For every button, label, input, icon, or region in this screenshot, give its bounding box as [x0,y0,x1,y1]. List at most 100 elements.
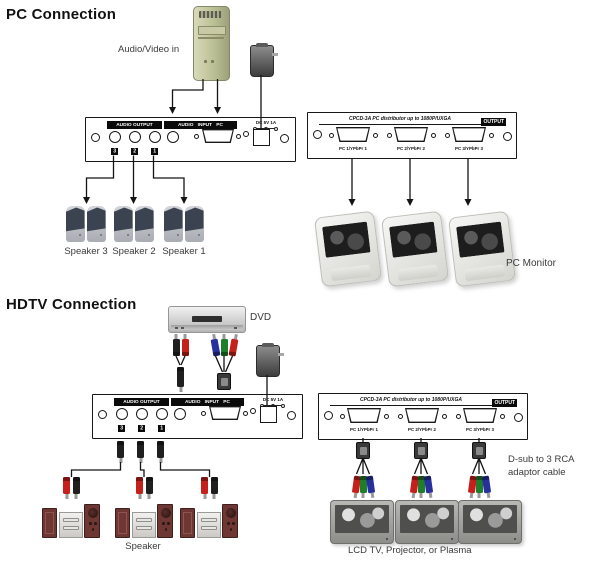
jack-number-tag: 3 [110,147,119,155]
jack-number-tag: 2 [130,147,139,155]
rca-plug-red [201,477,208,494]
distributor-front-panel-hdtv: AUDIO OUTPUT AUDIO INPUT PC DC 5V 1A 3 2… [92,394,303,439]
vga-input-port [202,129,234,143]
dc-jack [260,405,277,423]
model-title: CPCD-3A PC distributor up to 1080P/UXGA [348,116,452,122]
vga-screw-hole [372,132,378,138]
pc-monitor-label: PC Monitor [506,258,557,269]
crt-monitor-3 [447,210,517,288]
jack-number-tag: 1 [150,147,159,155]
audio-output-jack-2 [136,408,148,420]
crt-monitor-1 [313,210,383,288]
model-title-wrap: CPCD-3A PC distributor up to 1080P/UXGA [359,397,463,403]
rca-plug-black [145,477,153,494]
led-indicator [249,408,256,414]
speaker-3-label: Speaker 3 [64,246,108,257]
dc-jack [253,128,270,146]
port-label-wrap: PC 1/YPbPr 1 [350,426,378,432]
stereo-system [42,502,100,538]
vga-screw-hole [456,413,461,419]
rca-plug-blue [481,475,491,494]
tower-button [211,60,214,63]
vga-input-port [209,406,241,420]
adapter-cap [256,43,268,47]
mounting-hole [279,133,289,143]
audio-output-jack-2 [129,131,141,143]
rca-plug-red [181,339,189,356]
port-label-wrap: PC 2/YPbPr 2 [408,426,436,432]
dvd-tray [192,316,222,322]
led-indicator [242,131,249,137]
adaptor-cable-label-line2: adaptor cable [508,467,566,478]
vga-output-port-2 [394,127,428,142]
adaptor-cable-label-line1: D-sub to 3 RCA [508,454,575,465]
speaker-1-label: Speaker 1 [162,246,206,257]
speaker-2-label: Speaker 2 [112,246,156,257]
port-label-wrap: PC 3/YPbPr 3 [466,426,494,432]
rca-plug-black [157,441,164,458]
pc-section-heading: PC Connection [6,6,117,23]
vga-screw-hole [445,132,450,138]
vga-screw-hole [243,410,248,416]
vga-output-port-2 [405,408,439,423]
mounting-hole [313,130,322,139]
stereo-system [115,502,173,538]
lcd-tv-2 [395,500,459,544]
pc-tower [193,6,230,81]
jack-number-tag: 3 [117,424,126,432]
rca-plug-red [136,477,143,494]
vga-output-port-1 [336,127,370,142]
crt-monitor-2 [380,210,450,288]
audio-input-jack [174,408,186,420]
rca-plug-green [417,476,425,493]
vga-output-port-1 [347,408,381,423]
dvd-front-strip [171,325,243,330]
adapter-cap [262,343,274,347]
dsub-connector [217,373,231,390]
vga-screw-hole [194,133,199,139]
title-underline [330,404,493,406]
audio-video-in-label: Audio/Video in [118,44,180,55]
vga-screw-hole [488,132,494,138]
vga-screw-hole [201,410,206,416]
output-label-bar: OUTPUT [491,399,517,407]
vga-screw-hole [329,132,334,138]
audio-input-label-bar: AUDIO INPUT PC [164,121,237,129]
port-label-wrap: PC 2/YPbPr 2 [397,145,425,151]
audio-plug-black [177,367,184,387]
tower-cd-drive [198,26,226,35]
speaker-label: Speaker [125,541,161,552]
audio-output-label-bar: AUDIO OUTPUT [107,121,162,129]
rca-plug-black [210,477,218,494]
dc-label-wrap: DC 5V 1A [262,396,283,402]
audio-output-label: AUDIO OUTPUT [116,121,153,128]
vga-screw-hole [499,413,505,419]
rca-plug-black [137,441,144,458]
distributor-front-panel-pc: AUDIO OUTPUT AUDIO INPUT PC DC 5V 1A 3 2… [85,117,296,162]
mounting-hole [502,132,512,141]
stereo-system [180,502,238,538]
audio-output-jack-1 [156,408,168,420]
rca-plug-black [117,441,124,458]
distributor-rear-panel-hdtv: CPCD-3A PC distributor up to 1080P/UXGA … [318,393,528,440]
rca-plug-red [63,477,70,494]
hdtv-section-heading: HDTV Connection [6,296,137,313]
adapter-prong [278,353,284,356]
dsub-connector [356,442,370,459]
lcd-tv-3 [458,500,522,544]
dvd-player [168,306,246,333]
vga-screw-hole [340,413,345,419]
rca-plug-black [172,339,180,356]
rca-plug-green [475,476,483,493]
rca-plug-red [228,338,238,357]
port-label-wrap: PC 1/YPbPr 1 [339,145,367,151]
speaker-pair-2 [114,206,154,244]
title-underline [319,123,482,125]
vga-output-port-3 [463,408,497,423]
vga-output-port-3 [452,127,486,142]
jack-number-tag: 1 [157,424,166,432]
audio-output-label-bar: AUDIO OUTPUT [114,398,169,406]
audio-input-label-bar: AUDIO INPUT PC [171,398,244,406]
